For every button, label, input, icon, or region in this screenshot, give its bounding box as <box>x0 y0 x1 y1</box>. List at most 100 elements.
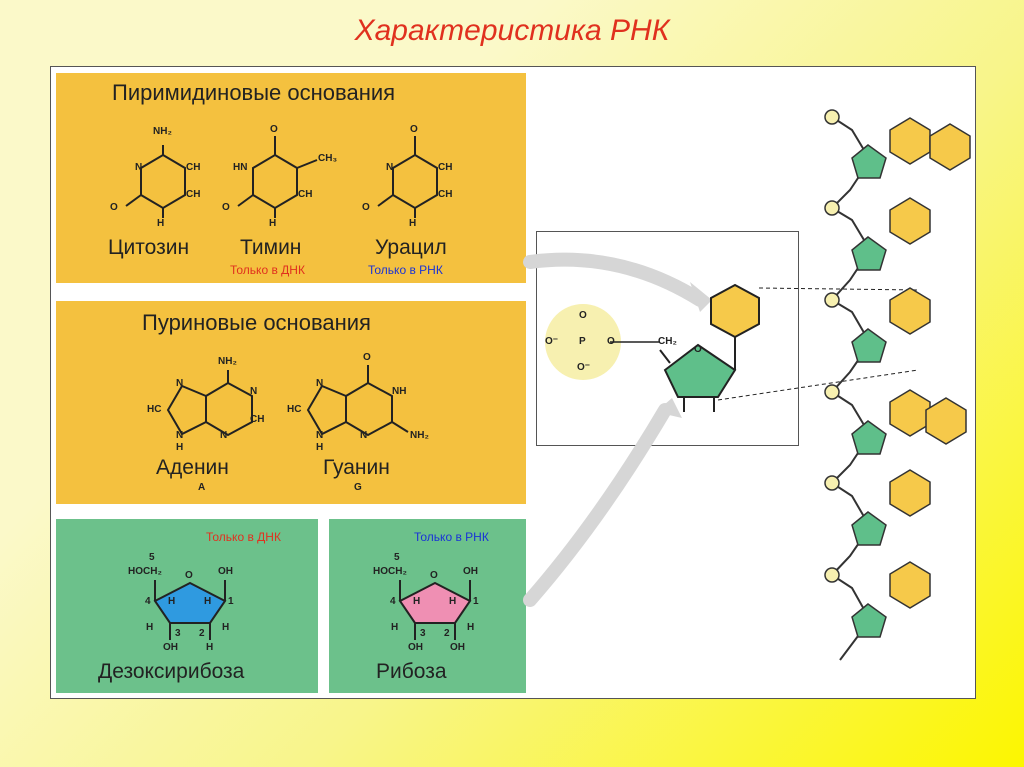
deoxyribose-pos5: 5 <box>149 552 155 563</box>
guanine-h: H <box>316 442 324 453</box>
uracil-o2: O <box>362 202 370 213</box>
phosphate-o-top: O <box>579 310 587 321</box>
deoxyribose-label: Дезоксирибоза <box>98 660 245 683</box>
thymine-note: Только в ДНК <box>230 263 305 277</box>
deoxyribose-h-5: H <box>206 642 214 653</box>
adenine-letter: A <box>198 482 206 493</box>
ribose-o: O <box>430 570 438 581</box>
thymine-h: H <box>269 218 277 229</box>
cytosine-ch-1: CH <box>186 162 201 173</box>
thymine-label: Тимин <box>240 236 302 259</box>
zoom-o: O <box>694 344 702 355</box>
uracil-h: H <box>409 218 417 229</box>
pyrimidine-heading: Пиримидиновые основания <box>112 80 396 105</box>
adenine-n-1: N <box>176 378 184 389</box>
adenine-n-4: N <box>220 430 228 441</box>
guanine-hc: HC <box>287 404 302 415</box>
adenine-structure <box>166 370 253 437</box>
phosphate-p: P <box>579 336 586 347</box>
deoxyribose-h-1: H <box>168 596 176 607</box>
deoxyribose-h-2: H <box>204 596 212 607</box>
deoxyribose-pos1: 1 <box>228 596 234 607</box>
cytosine-nh2: NH₂ <box>153 126 172 137</box>
ribose-h-2: H <box>449 596 457 607</box>
adenine-n-2: N <box>250 386 258 397</box>
deoxyribose-h-4: H <box>222 622 230 633</box>
thymine-structure <box>237 136 318 218</box>
ribose-pos5: 5 <box>394 552 400 563</box>
guanine-letter: G <box>354 482 362 493</box>
adenine-label: Аденин <box>156 456 229 479</box>
uracil-ch-1: CH <box>438 162 453 173</box>
guanine-n-3: N <box>360 430 368 441</box>
ribose-sugar <box>398 580 472 640</box>
adenine-n-3: N <box>176 430 184 441</box>
uracil-n: N <box>386 162 394 173</box>
ribose-h-1: H <box>413 596 421 607</box>
cytosine-n: N <box>135 162 143 173</box>
ribose-label: Рибоза <box>376 660 447 683</box>
uracil-note: Только в РНК <box>368 263 443 277</box>
pyrimidine-panel <box>56 73 526 283</box>
rna-bases <box>889 117 971 609</box>
cytosine-o: O <box>110 202 118 213</box>
zoom-nucleotide <box>545 283 919 412</box>
rna-sugars <box>851 144 887 638</box>
deoxyribose-pos3: 3 <box>175 628 181 639</box>
guanine-n-1: N <box>316 378 324 389</box>
deoxyribose-note: Только в ДНК <box>206 530 281 544</box>
ribose-pos4: 4 <box>390 596 396 607</box>
adenine-hc: HC <box>147 404 162 415</box>
zoom-ch2: CH₂ <box>658 336 677 347</box>
uracil-o: O <box>410 124 418 135</box>
cytosine-ch-2: CH <box>186 189 201 200</box>
grey-arrows <box>523 252 707 607</box>
thymine-ch: CH <box>298 189 313 200</box>
ribose-h-4: H <box>467 622 475 633</box>
deoxyribose-pos4: 4 <box>145 596 151 607</box>
ribose-note: Только в РНК <box>414 530 489 544</box>
deoxyribose-hoch2: HOCH₂ <box>128 566 162 577</box>
page-title: Характеристика РНК <box>354 14 670 47</box>
phosphate-o-left: O⁻ <box>545 336 559 347</box>
deoxyribose-oh-2: OH <box>163 642 178 653</box>
ribose-pos3: 3 <box>420 628 426 639</box>
ribose-oh-2: OH <box>408 642 423 653</box>
adenine-nh2: NH₂ <box>218 356 237 367</box>
ribose-hoch2: HOCH₂ <box>373 566 407 577</box>
guanine-nh2: NH₂ <box>410 430 429 441</box>
phosphate-o-right: O <box>607 336 615 347</box>
deoxyribose-h-3: H <box>146 622 154 633</box>
purine-panel <box>56 301 526 504</box>
guanine-nh: NH <box>392 386 407 397</box>
guanine-n-2: N <box>316 430 324 441</box>
rna-phosphates <box>824 109 840 583</box>
adenine-ch: CH <box>250 414 265 425</box>
thymine-o: O <box>270 124 278 135</box>
cytosine-h: H <box>157 218 165 229</box>
adenine-h: H <box>176 442 184 453</box>
thymine-ch3: CH₃ <box>318 153 338 164</box>
thymine-hn: HN <box>233 162 248 173</box>
deoxyribose-oh-1: OH <box>218 566 233 577</box>
guanine-structure <box>306 365 409 437</box>
ribose-h-3: H <box>391 622 399 633</box>
deoxyribose-pos2: 2 <box>199 628 205 639</box>
uracil-ch-2: CH <box>438 189 453 200</box>
guanine-o: O <box>363 352 371 363</box>
phosphate-o-bottom: O⁻ <box>577 362 591 373</box>
purine-heading: Пуриновые основания <box>142 310 371 335</box>
ribose-oh-1: OH <box>463 566 478 577</box>
thymine-o2: O <box>222 202 230 213</box>
guanine-label: Гуанин <box>323 456 390 479</box>
ribose-pos2: 2 <box>444 628 450 639</box>
cytosine-label: Цитозин <box>108 236 190 259</box>
uracil-structure <box>377 136 438 218</box>
cytosine-structure <box>125 145 186 218</box>
ribose-pos1: 1 <box>473 596 479 607</box>
uracil-label: Урацил <box>375 236 447 259</box>
deoxyribose-o: O <box>185 570 193 581</box>
deoxyribose-sugar <box>153 580 227 640</box>
ribose-oh-3: OH <box>450 642 465 653</box>
